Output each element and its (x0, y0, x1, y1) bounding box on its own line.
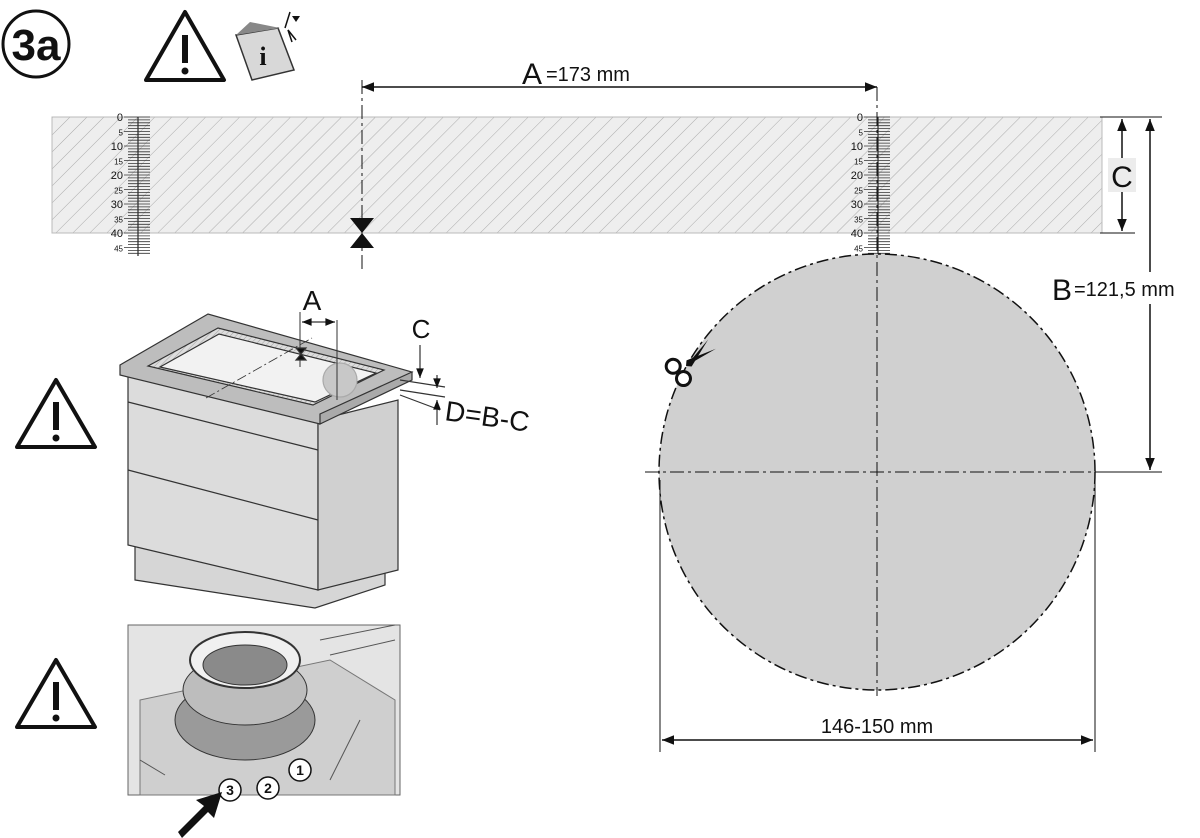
dimension-b-letter: B (1052, 274, 1072, 307)
step-badge: 3a (1, 9, 71, 79)
dimension-b-value: =121,5 mm (1074, 279, 1175, 301)
ruler-tick-label: 45 (854, 245, 863, 254)
ruler-tick-label: 15 (854, 158, 863, 167)
ruler-tick-label: 45 (114, 245, 123, 254)
manual-info-icon: i (234, 11, 300, 81)
cabinet-label-c: C (412, 314, 431, 344)
dimension-a-value: =173 mm (546, 64, 630, 86)
ruler-tick-label: 10 (111, 141, 123, 153)
ruler-tick-label: 5 (859, 129, 864, 138)
ruler-tick-label: 30 (851, 199, 863, 211)
ruler-tick-label: 0 (857, 112, 863, 124)
svg-text:i: i (259, 42, 266, 71)
dimension-diameter: 146-150 mm (659, 480, 1096, 752)
callout-3: 3 (218, 778, 242, 802)
ruler-tick-label: 25 (114, 187, 123, 196)
ruler-tick-label: 5 (119, 129, 124, 138)
dimension-c-letter: C (1111, 161, 1133, 194)
ruler-tick-label: 20 (111, 170, 123, 182)
dimension-c: C (1100, 116, 1162, 234)
ruler-tick-label: 35 (854, 216, 863, 225)
worktop-section (51, 116, 1103, 234)
svg-text:3: 3 (226, 782, 234, 798)
ruler-tick-label: 15 (114, 158, 123, 167)
diameter-value: 146-150 mm (821, 716, 933, 738)
cabinet-label-a: A (303, 285, 322, 316)
ruler-tick-label: 40 (851, 228, 863, 240)
dimension-a: A =173 mm (362, 58, 877, 92)
callout-1: 1 (288, 758, 312, 782)
ruler-tick-label: 0 (117, 112, 123, 124)
arrow-icon (178, 792, 222, 838)
ruler-tick-label: 40 (111, 228, 123, 240)
ruler-tick-label: 25 (854, 187, 863, 196)
ruler-tick-label: 10 (851, 141, 863, 153)
installation-photo (127, 624, 401, 796)
dimension-a-letter: A (522, 58, 542, 91)
warning-icon (15, 378, 97, 449)
dimension-b: B =121,5 mm (1050, 119, 1200, 473)
ruler-left: 0 5 10 15 20 25 30 35 40 45 (111, 112, 150, 256)
ruler-tick-label: 30 (111, 199, 123, 211)
warning-icon (15, 658, 97, 729)
ruler-tick-label: 35 (114, 216, 123, 225)
svg-text:1: 1 (296, 762, 304, 778)
cabinet-illustration (119, 312, 446, 609)
ruler-tick-label: 20 (851, 170, 863, 182)
cabinet-formula: D=B-C (443, 395, 531, 437)
callout-2: 2 (256, 776, 280, 800)
bowtie-marker (350, 218, 374, 248)
warning-icon (144, 10, 226, 82)
svg-text:2: 2 (264, 780, 272, 796)
cutout-template-circle (645, 87, 1110, 696)
step-badge-text: 3a (12, 21, 61, 70)
